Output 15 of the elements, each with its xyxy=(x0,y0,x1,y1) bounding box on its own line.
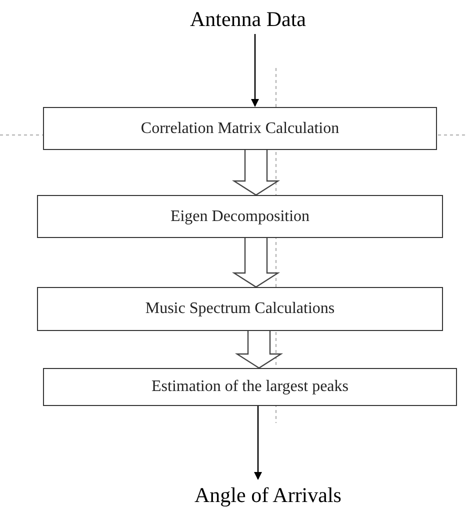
block-arrow xyxy=(232,149,280,196)
step-label: Estimation of the largest peaks xyxy=(152,377,348,397)
process-box xyxy=(43,107,437,150)
process-box xyxy=(37,195,443,238)
step-label: Music Spectrum Calculations xyxy=(145,299,335,319)
step-label: Correlation Matrix Calculation xyxy=(140,118,340,138)
arrow xyxy=(254,406,262,480)
block-arrow xyxy=(232,237,280,288)
process-box xyxy=(43,368,457,406)
terminal-label: Antenna Data xyxy=(190,6,306,32)
terminal-label: Angle of Arrivals xyxy=(194,482,342,508)
block-arrow xyxy=(234,330,284,369)
process-box xyxy=(37,287,443,331)
step-label: Eigen Decomposition xyxy=(170,206,310,226)
arrow xyxy=(251,34,259,107)
